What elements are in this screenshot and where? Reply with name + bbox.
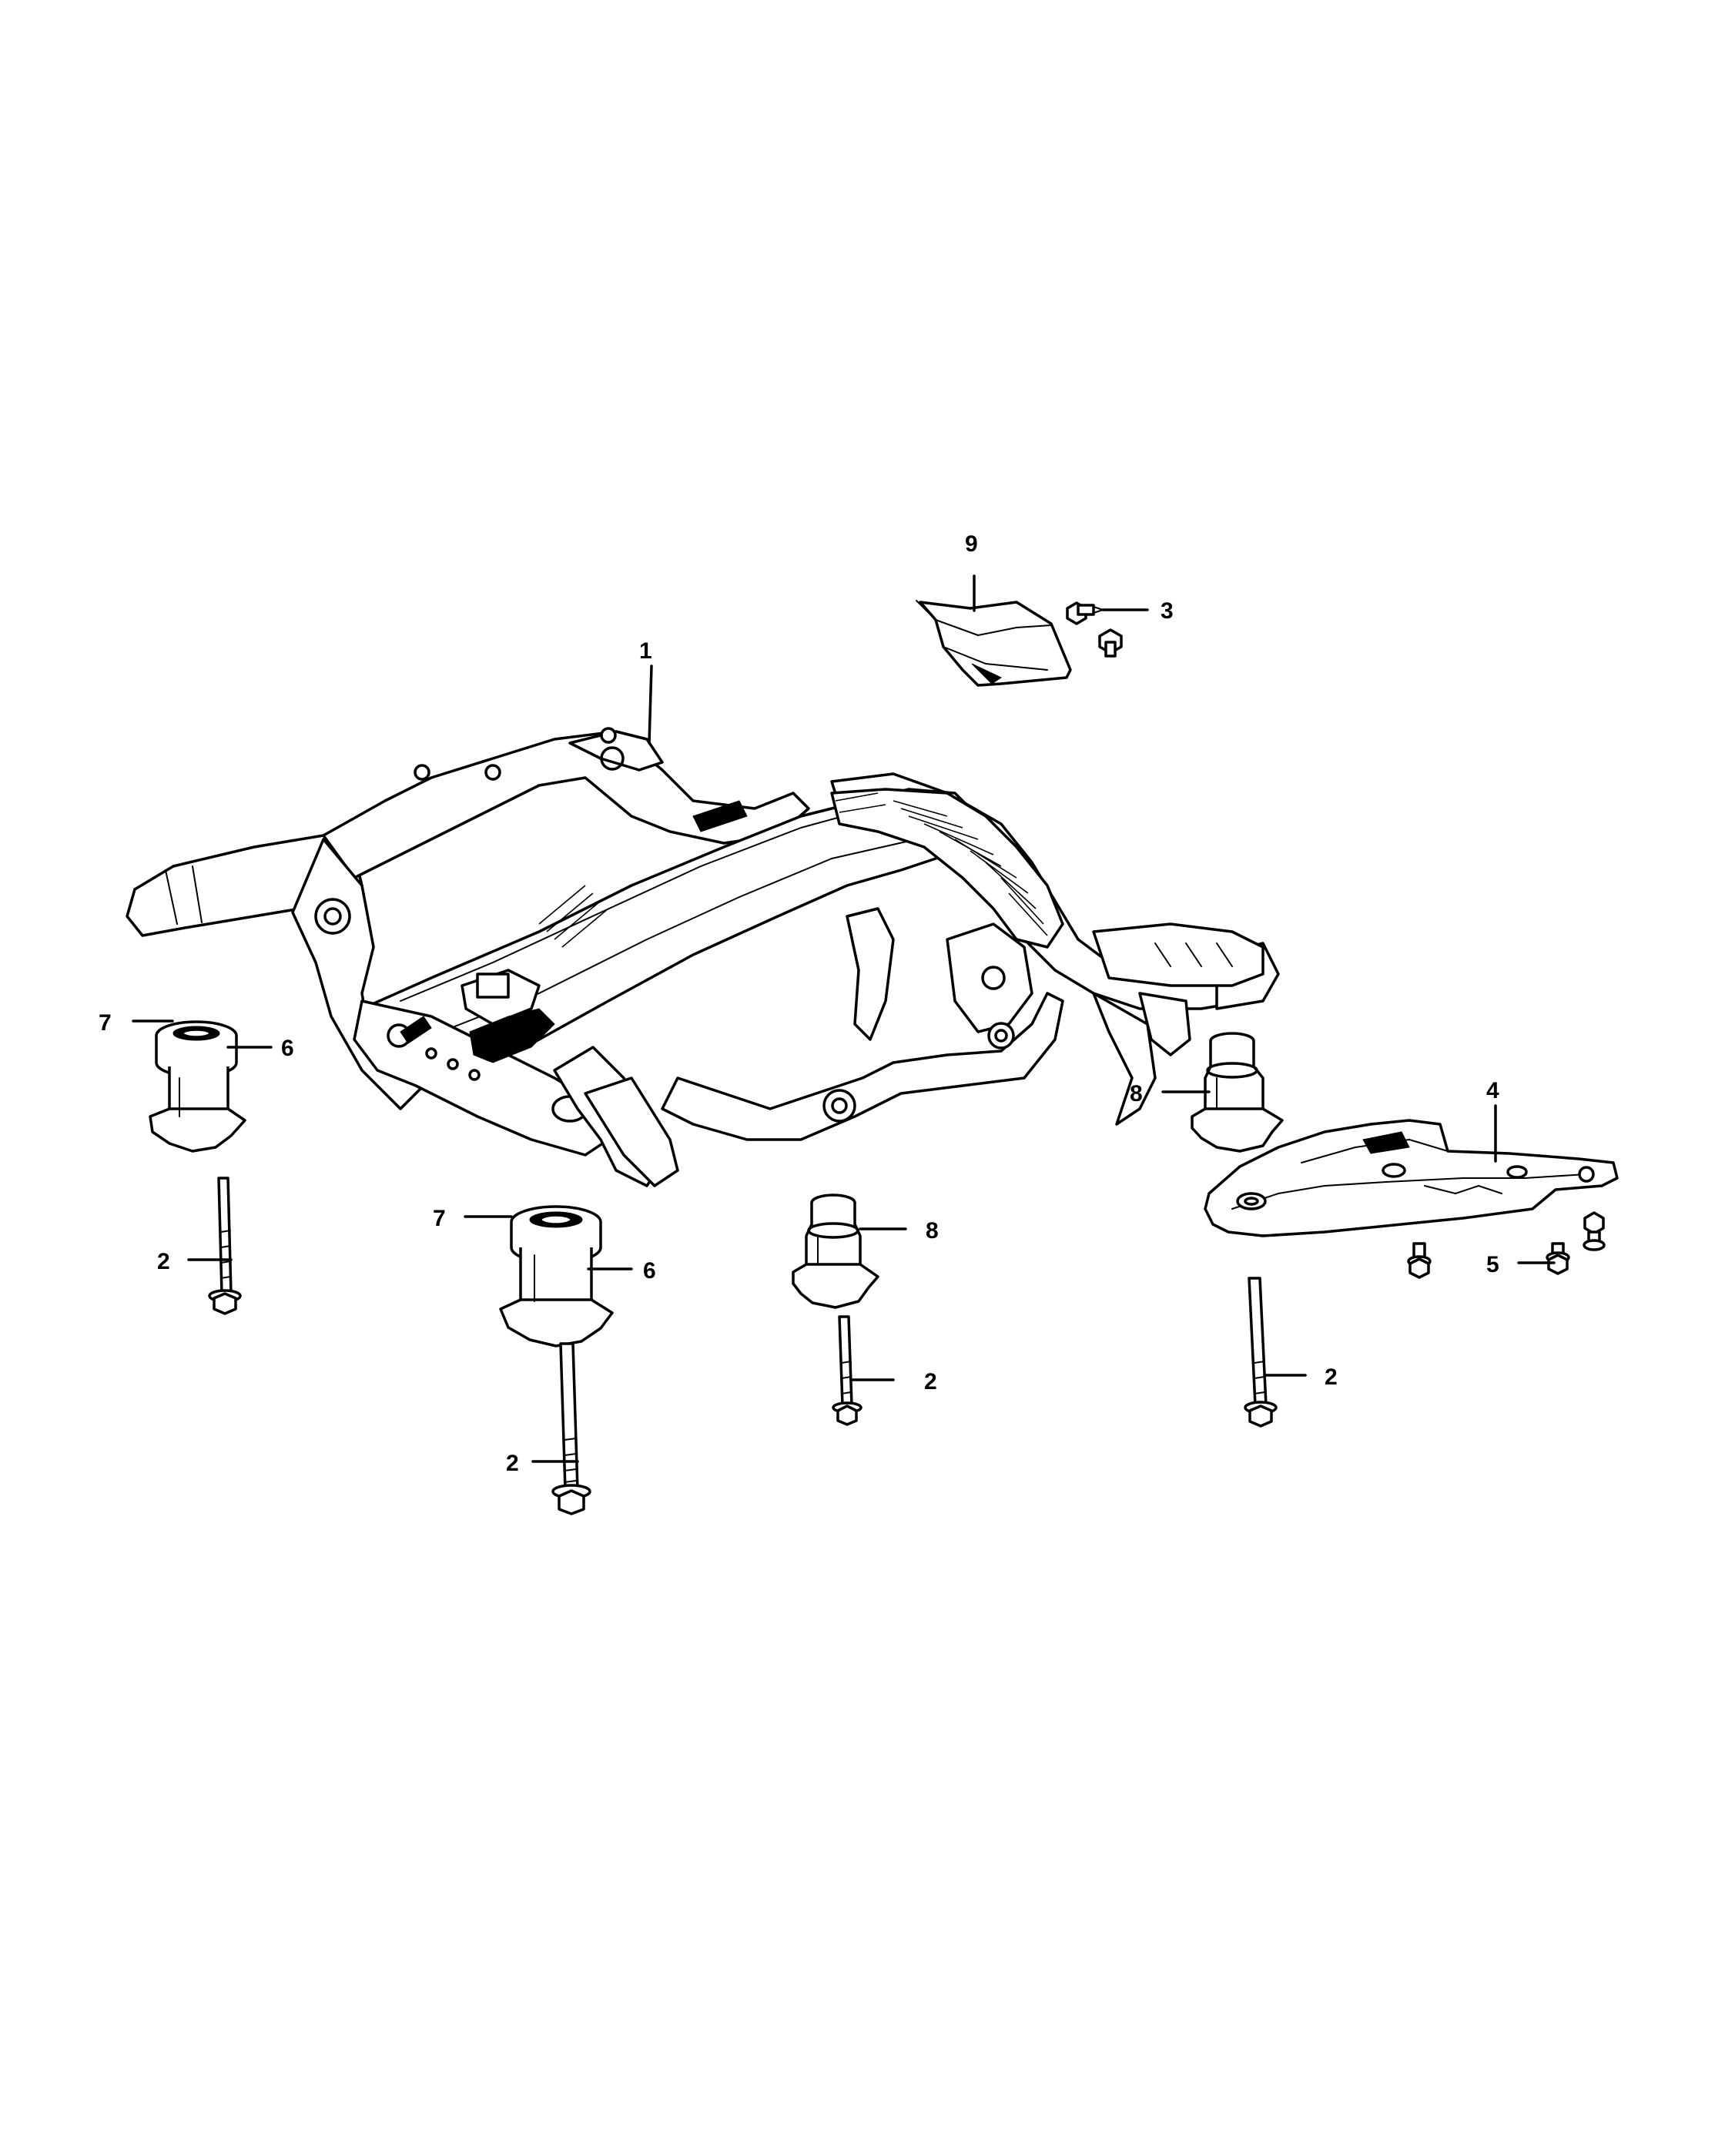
callout-5: 5 [1486, 1252, 1499, 1277]
callout-2a: 2 [157, 1249, 170, 1274]
callout-2c: 2 [924, 1369, 937, 1394]
bolt-5-left [1407, 1242, 1432, 1279]
callout-6b: 6 [643, 1258, 656, 1284]
bolt-5-middle [1546, 1242, 1570, 1275]
callout-7b: 7 [433, 1206, 446, 1231]
bolt-2-center [832, 1315, 862, 1426]
callout-7a: 7 [99, 1010, 112, 1036]
bolt-2-far-left [208, 1177, 242, 1315]
shield-part-9 [916, 600, 1072, 687]
bolt-2-right [1244, 1277, 1278, 1428]
isolator-center [792, 1194, 879, 1309]
callout-3: 3 [1161, 598, 1174, 624]
callout-6a: 6 [281, 1036, 294, 1061]
leader-1 [648, 665, 653, 745]
callout-8b: 8 [926, 1218, 939, 1244]
bolt-3-lower [1098, 628, 1123, 658]
isolator-left-top [149, 1020, 246, 1153]
callout-2b: 2 [506, 1451, 519, 1476]
bolt-3-upper [1066, 601, 1104, 625]
crossmember-frame [126, 727, 1280, 1187]
callout-4: 4 [1486, 1078, 1499, 1103]
isolator-right-upper [1191, 1032, 1284, 1153]
callout-9: 9 [965, 531, 978, 557]
callout-2d: 2 [1325, 1364, 1338, 1390]
bolt-2-center-left [551, 1342, 591, 1515]
bolt-5-right [1583, 1211, 1606, 1251]
isolator-center-left [499, 1205, 614, 1348]
callout-1: 1 [639, 638, 652, 664]
callout-8a: 8 [1130, 1081, 1143, 1106]
brace-part-4 [1204, 1119, 1619, 1237]
